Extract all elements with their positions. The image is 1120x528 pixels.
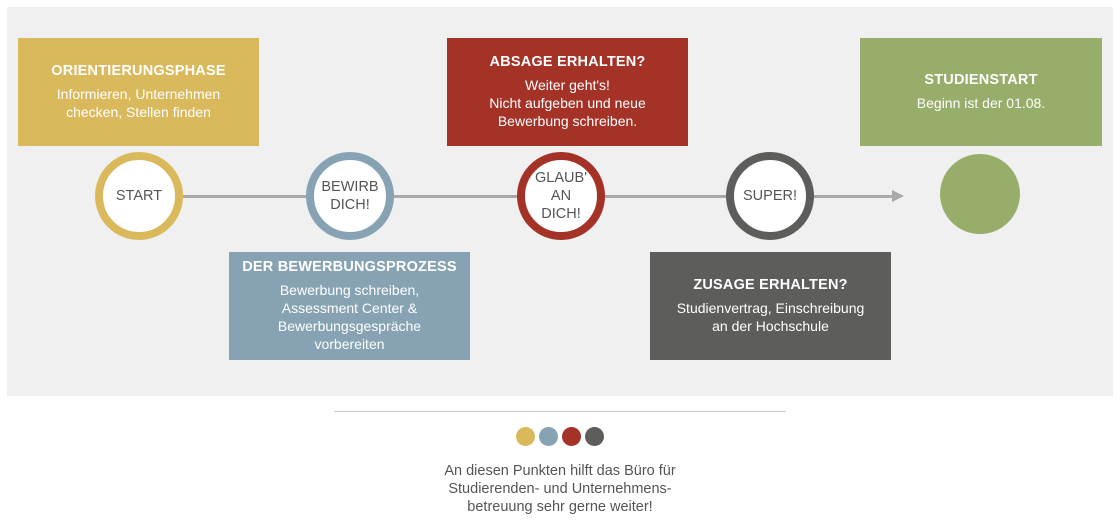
gray-dot-icon [585,427,604,446]
super-circle: SUPER! [726,152,814,240]
rejection-text: Weiter geht's! Nicht aufgeben und neue B… [489,77,646,129]
footer-text: An diesen Punkten hilft das Büro für Stu… [444,463,676,515]
orientation-phase-text: Informieren, Unternehmen checken, Stelle… [56,86,221,120]
red-dot-icon [562,427,581,446]
blue-dot-icon [539,427,558,446]
study-start-circle [940,154,1020,234]
orientation-phase-title: ORIENTIERUNGSPHASE [51,63,226,79]
rejection-box: ABSAGE ERHALTEN? Weiter geht's! Nicht au… [447,38,688,146]
apply-circle: BEWIRB DICH! [306,152,394,240]
study-start-text: Beginn ist der 01.08. [916,95,1046,111]
acceptance-text: Studienvertrag, Einschreibung an der Hoc… [676,300,865,334]
application-process-title: DER BEWERBUNGSPROZESS [242,259,457,275]
study-start-title: STUDIENSTART [924,72,1038,88]
yellow-dot-icon [516,427,535,446]
study-start-box: STUDIENSTART Beginn ist der 01.08. [860,38,1102,146]
orientation-phase-box: ORIENTIERUNGSPHASE Informieren, Unterneh… [18,38,259,146]
application-process-text: Bewerbung schreiben, Assessment Center &… [277,282,422,352]
believe-circle: GLAUB' AN DICH! [517,152,605,240]
application-process-box: DER BEWERBUNGSPROZESS Bewerbung schreibe… [229,252,470,360]
footer-divider [334,411,786,412]
rejection-title: ABSAGE ERHALTEN? [489,54,646,70]
acceptance-title: ZUSAGE ERHALTEN? [693,277,848,293]
legend-dots [516,427,604,446]
start-circle: START [95,152,183,240]
timeline-arrow-icon [892,190,904,202]
acceptance-box: ZUSAGE ERHALTEN? Studienvertrag, Einschr… [650,252,891,360]
